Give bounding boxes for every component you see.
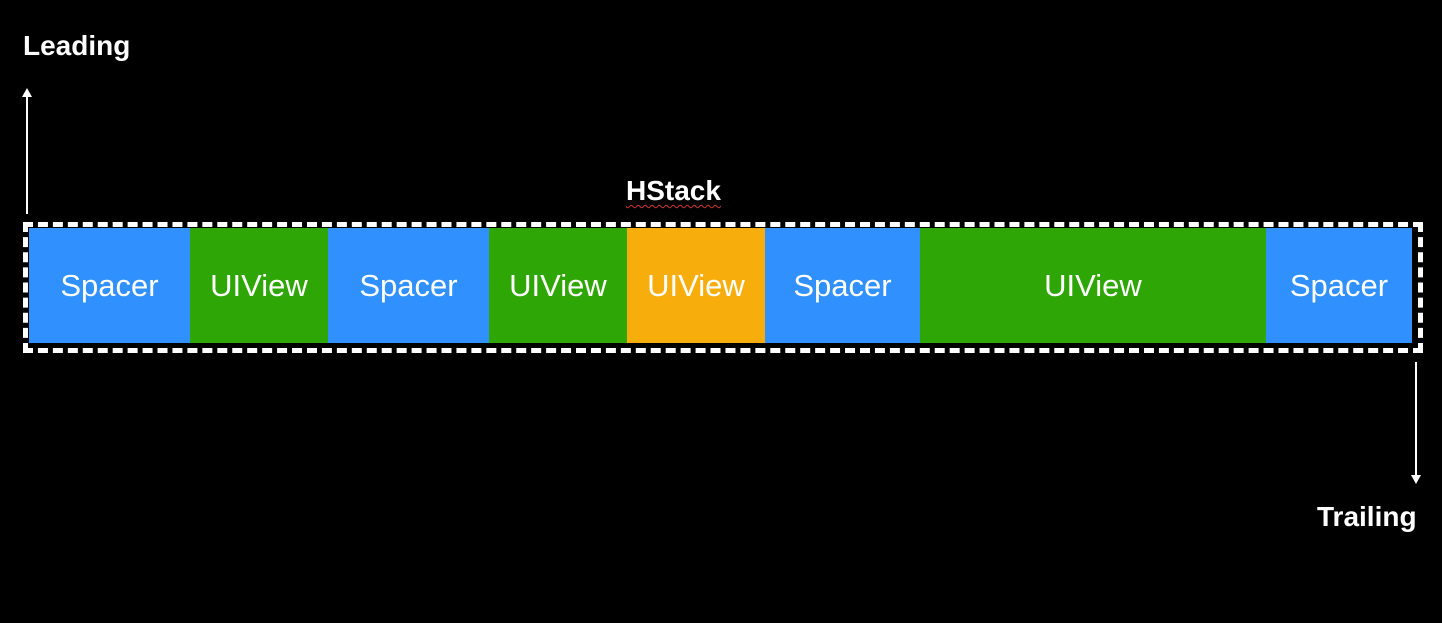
stack-segment-uiview: UIView [190,228,328,343]
stack-segment-uiview-highlighted: UIView [627,228,765,343]
stack-segment-uiview: UIView [920,228,1266,343]
stack-segment-spacer: Spacer [1266,228,1412,343]
stack-segment-uiview: UIView [489,228,627,343]
stack-segment-spacer: Spacer [328,228,489,343]
stack-segment-spacer: Spacer [765,228,920,343]
trailing-label: Trailing [1317,501,1417,532]
trailing-arrow-icon [1411,362,1421,484]
leading-arrow-icon [22,88,32,214]
stack-segment-spacer: Spacer [29,228,190,343]
hstack-title: HStack [626,175,721,206]
hstack-frame [23,222,1423,353]
leading-label: Leading [23,30,131,61]
